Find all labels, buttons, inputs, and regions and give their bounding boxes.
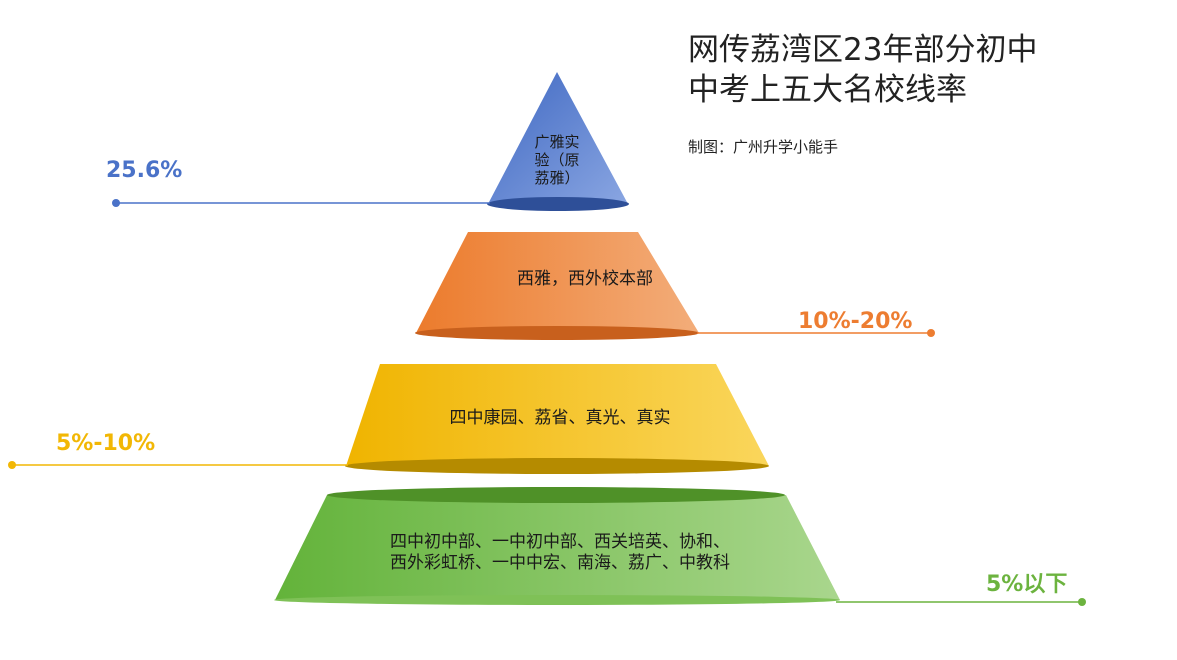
tier-4-rate: 5%以下 (986, 572, 1068, 597)
chart-title: 网传荔湾区23年部分初中 中考上五大名校线率 (688, 30, 1158, 110)
tier-1-leader-line (112, 199, 490, 207)
tier-1-label: 广雅实验（原荔雅） (534, 133, 580, 187)
tier-2-label: 西雅，西外校本部 (517, 269, 653, 289)
tier-3-rate: 5%-10% (56, 431, 156, 456)
tier-3-leader-line (8, 461, 348, 469)
tier-4-label: 四中初中部、一中初中部、西关培英、协和、 西外彩虹桥、一中中宏、南海、荔广、中教… (330, 532, 790, 574)
tier-2-shape (415, 232, 699, 340)
tier-1-shape (487, 72, 629, 211)
tier-2-rate: 10%-20% (798, 309, 913, 334)
tier-2-leader-line (697, 329, 935, 337)
tier-3-label: 四中康园、荔省、真光、真实 (449, 408, 671, 428)
title-line-2: 中考上五大名校线率 (688, 72, 967, 108)
tier-3-shape (345, 364, 769, 474)
tier-4-label-line-2: 西外彩虹桥、一中中宏、南海、荔广、中教科 (390, 553, 730, 573)
tier-1-rate: 25.6% (106, 158, 183, 183)
tier-4-leader-line (836, 598, 1086, 606)
credit-text: 制图：广州升学小能手 (688, 138, 839, 156)
tier-4-label-line-1: 四中初中部、一中初中部、西关培英、协和、 (390, 532, 730, 552)
tier-4-shape (274, 487, 840, 605)
title-line-1: 网传荔湾区23年部分初中 (688, 32, 1038, 68)
